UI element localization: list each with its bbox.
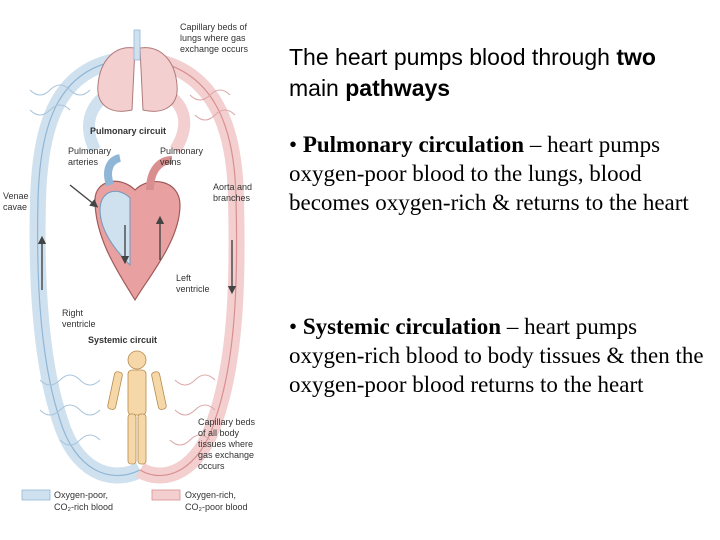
lung-caption: Capillary beds of lungs where gas exchan…	[180, 22, 250, 54]
venae-cavae-label: Venae cavae	[3, 191, 31, 212]
lungs	[97, 29, 178, 112]
capillary-mesh	[29, 84, 236, 446]
pulmonary-arteries-label: Pulmonary arteries	[68, 146, 114, 167]
diagram-labels: Capillary beds of lungs where gas exchan…	[3, 22, 258, 471]
right-ventricle-label: Right ventricle	[62, 308, 96, 329]
pulmonary-veins-label: Pulmonary veins	[160, 146, 206, 167]
heart	[94, 154, 181, 302]
legend-swatch-oxygen-rich	[151, 489, 181, 501]
left-lung	[97, 47, 136, 112]
bullet-pulmonary: • Pulmonary circulation – heart pumps ox…	[289, 132, 689, 215]
circulation-diagram: Capillary beds of lungs where gas exchan…	[3, 22, 258, 512]
legend: Oxygen-poor, CO₂-rich blood Oxygen-rich,…	[21, 489, 248, 512]
legend-oxygen-rich-label: Oxygen-rich, CO₂-poor blood	[185, 490, 248, 512]
right-lung	[139, 47, 178, 112]
tissue-caption: Capillary beds of all body tissues where…	[198, 417, 258, 471]
flow-arrows	[37, 184, 237, 295]
human-figure	[107, 350, 167, 465]
left-ventricle-label: Left ventricle	[176, 273, 210, 294]
aorta-label: Aorta and branches	[213, 182, 255, 203]
bullet-systemic: • Systemic circulation – heart pumps oxy…	[289, 314, 704, 397]
systemic-circuit-label: Systemic circuit	[88, 335, 157, 345]
legend-swatch-oxygen-poor	[21, 489, 51, 501]
slide-title: The heart pumps blood through two main p…	[289, 44, 656, 101]
pulmonary-circuit-label: Pulmonary circuit	[90, 126, 166, 136]
legend-oxygen-poor-label: Oxygen-poor, CO₂-rich blood	[54, 490, 113, 512]
